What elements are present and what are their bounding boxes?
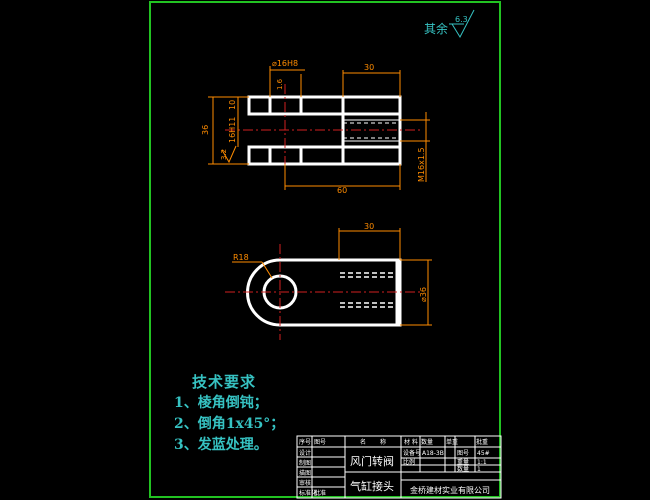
dim-thread: M16x1.5 xyxy=(417,147,426,182)
dim-phi36: ⌀36 xyxy=(419,287,428,302)
tb-hdr-mat2: 料 xyxy=(412,438,418,446)
tb-company: 金桥建材实业有限公司 xyxy=(410,485,490,495)
dim-roughness-32: 3.2 xyxy=(220,149,228,160)
surface-label: 其余 xyxy=(424,21,448,36)
tb-hdr-qty: 数量 xyxy=(421,438,433,446)
tech-requirement-1: 1、棱角倒钝； xyxy=(174,395,268,411)
tb-row-trace: 描图 xyxy=(299,469,311,477)
top-view-hidden xyxy=(340,272,397,308)
tech-requirement-3: 3、发蓝处理。 xyxy=(174,437,268,453)
dim-slot-16h11: 16H11 xyxy=(228,117,237,143)
dim-bottom-30: 30 xyxy=(364,222,374,231)
tb-row-standard: 标准化 xyxy=(299,489,317,497)
front-centerlines xyxy=(225,84,420,172)
tb-row-check: 审核 xyxy=(299,479,311,487)
dim-r18: R18 xyxy=(233,253,249,262)
dim-slot-10: 10 xyxy=(228,100,237,110)
front-dimensions xyxy=(208,66,430,190)
tb-hdr-mat1: 材 xyxy=(404,438,410,446)
top-dimensions xyxy=(232,228,432,326)
tb-hdr-name1: 名 xyxy=(360,438,366,446)
tb-row-approve: 批准 xyxy=(314,489,326,497)
tb-part-name: 气缸接头 xyxy=(350,479,394,493)
tb-hdr-serial: 序号 xyxy=(299,438,311,446)
dim-phi16h8: ⌀16H8 xyxy=(272,59,298,68)
tb-hdr-unit: 单重 xyxy=(446,438,458,446)
tb-row-design: 设计 xyxy=(299,449,311,457)
surface-value: 6.3 xyxy=(455,15,468,24)
top-centerlines xyxy=(225,244,420,340)
tb-row-draw: 制图 xyxy=(299,459,311,467)
roughness-symbol-icon xyxy=(451,9,475,39)
front-view-hidden xyxy=(343,119,400,142)
dim-length-60: 60 xyxy=(337,186,347,195)
tb-qty-label: 数量 xyxy=(457,465,469,473)
tb-weight-label: 重量 xyxy=(457,458,469,466)
dim-roughness-16: 1.6 xyxy=(276,78,284,90)
tb-sheet-label: 图号 xyxy=(457,450,469,457)
drawing-frame xyxy=(149,1,501,498)
tb-hdr-drawing: 图号 xyxy=(314,439,326,446)
tech-requirements-title: 技术要求 xyxy=(192,373,257,391)
tech-requirement-2: 2、倒角1x45°； xyxy=(174,416,285,432)
tb-material: 45# xyxy=(477,450,490,457)
tb-drawno-label: 设备号 xyxy=(403,449,421,457)
dim-height-36: 36 xyxy=(201,125,210,135)
tb-hdr-name2: 称 xyxy=(380,438,386,446)
tb-ratio-label: 比例 xyxy=(403,458,415,466)
tb-mark2: 1 xyxy=(477,466,481,473)
tb-hdr-batch: 批重 xyxy=(476,438,488,446)
tb-mark1: 1:1 xyxy=(477,459,487,466)
tb-product-name: 风门转阀 xyxy=(350,454,394,468)
tb-drawno: A18-3B xyxy=(422,450,444,457)
dim-top-30: 30 xyxy=(364,63,374,72)
title-block xyxy=(296,435,502,499)
